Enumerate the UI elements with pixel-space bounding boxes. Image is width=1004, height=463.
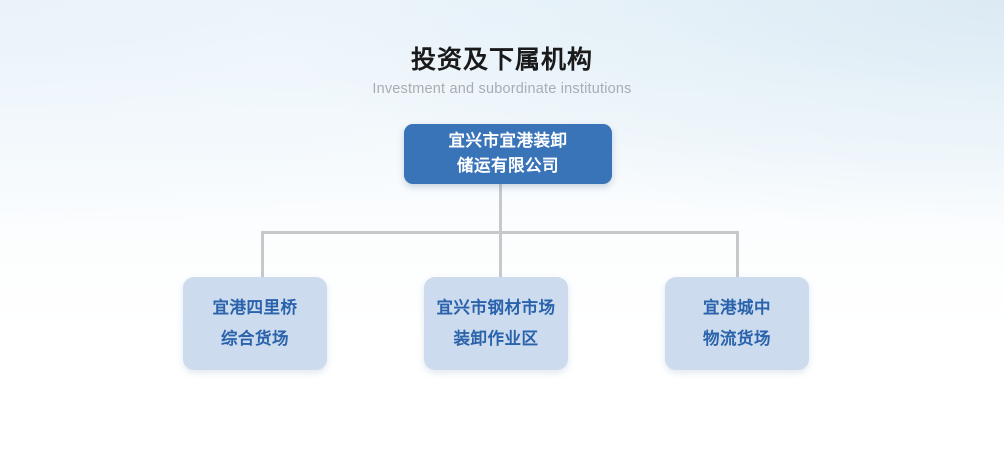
org-node-child-2-line-2: 装卸作业区 xyxy=(453,329,539,348)
org-node-child-2[interactable]: 宜兴市钢材市场 装卸作业区 xyxy=(424,277,568,370)
page-subtitle: Investment and subordinate institutions xyxy=(372,81,632,97)
page-heading: 投资及下属机构 Investment and subordinate insti… xyxy=(0,44,1004,99)
page-title: 投资及下属机构 xyxy=(410,46,593,74)
org-node-root-line-2: 储运有限公司 xyxy=(457,157,559,175)
org-node-child-3-line-1: 宜港城中 xyxy=(703,298,771,317)
org-node-child-3-line-2: 物流货场 xyxy=(703,329,771,348)
org-node-child-1[interactable]: 宜港四里桥 综合货场 xyxy=(183,277,327,370)
org-node-root-line-1: 宜兴市宜港装卸 xyxy=(448,132,568,150)
org-node-child-2-line-1: 宜兴市钢材市场 xyxy=(436,298,556,317)
org-node-child-1-line-1: 宜港四里桥 xyxy=(212,298,298,317)
org-node-root[interactable]: 宜兴市宜港装卸 储运有限公司 xyxy=(404,124,612,184)
org-node-child-3[interactable]: 宜港城中 物流货场 xyxy=(665,277,809,370)
org-node-child-1-line-2: 综合货场 xyxy=(221,329,289,348)
